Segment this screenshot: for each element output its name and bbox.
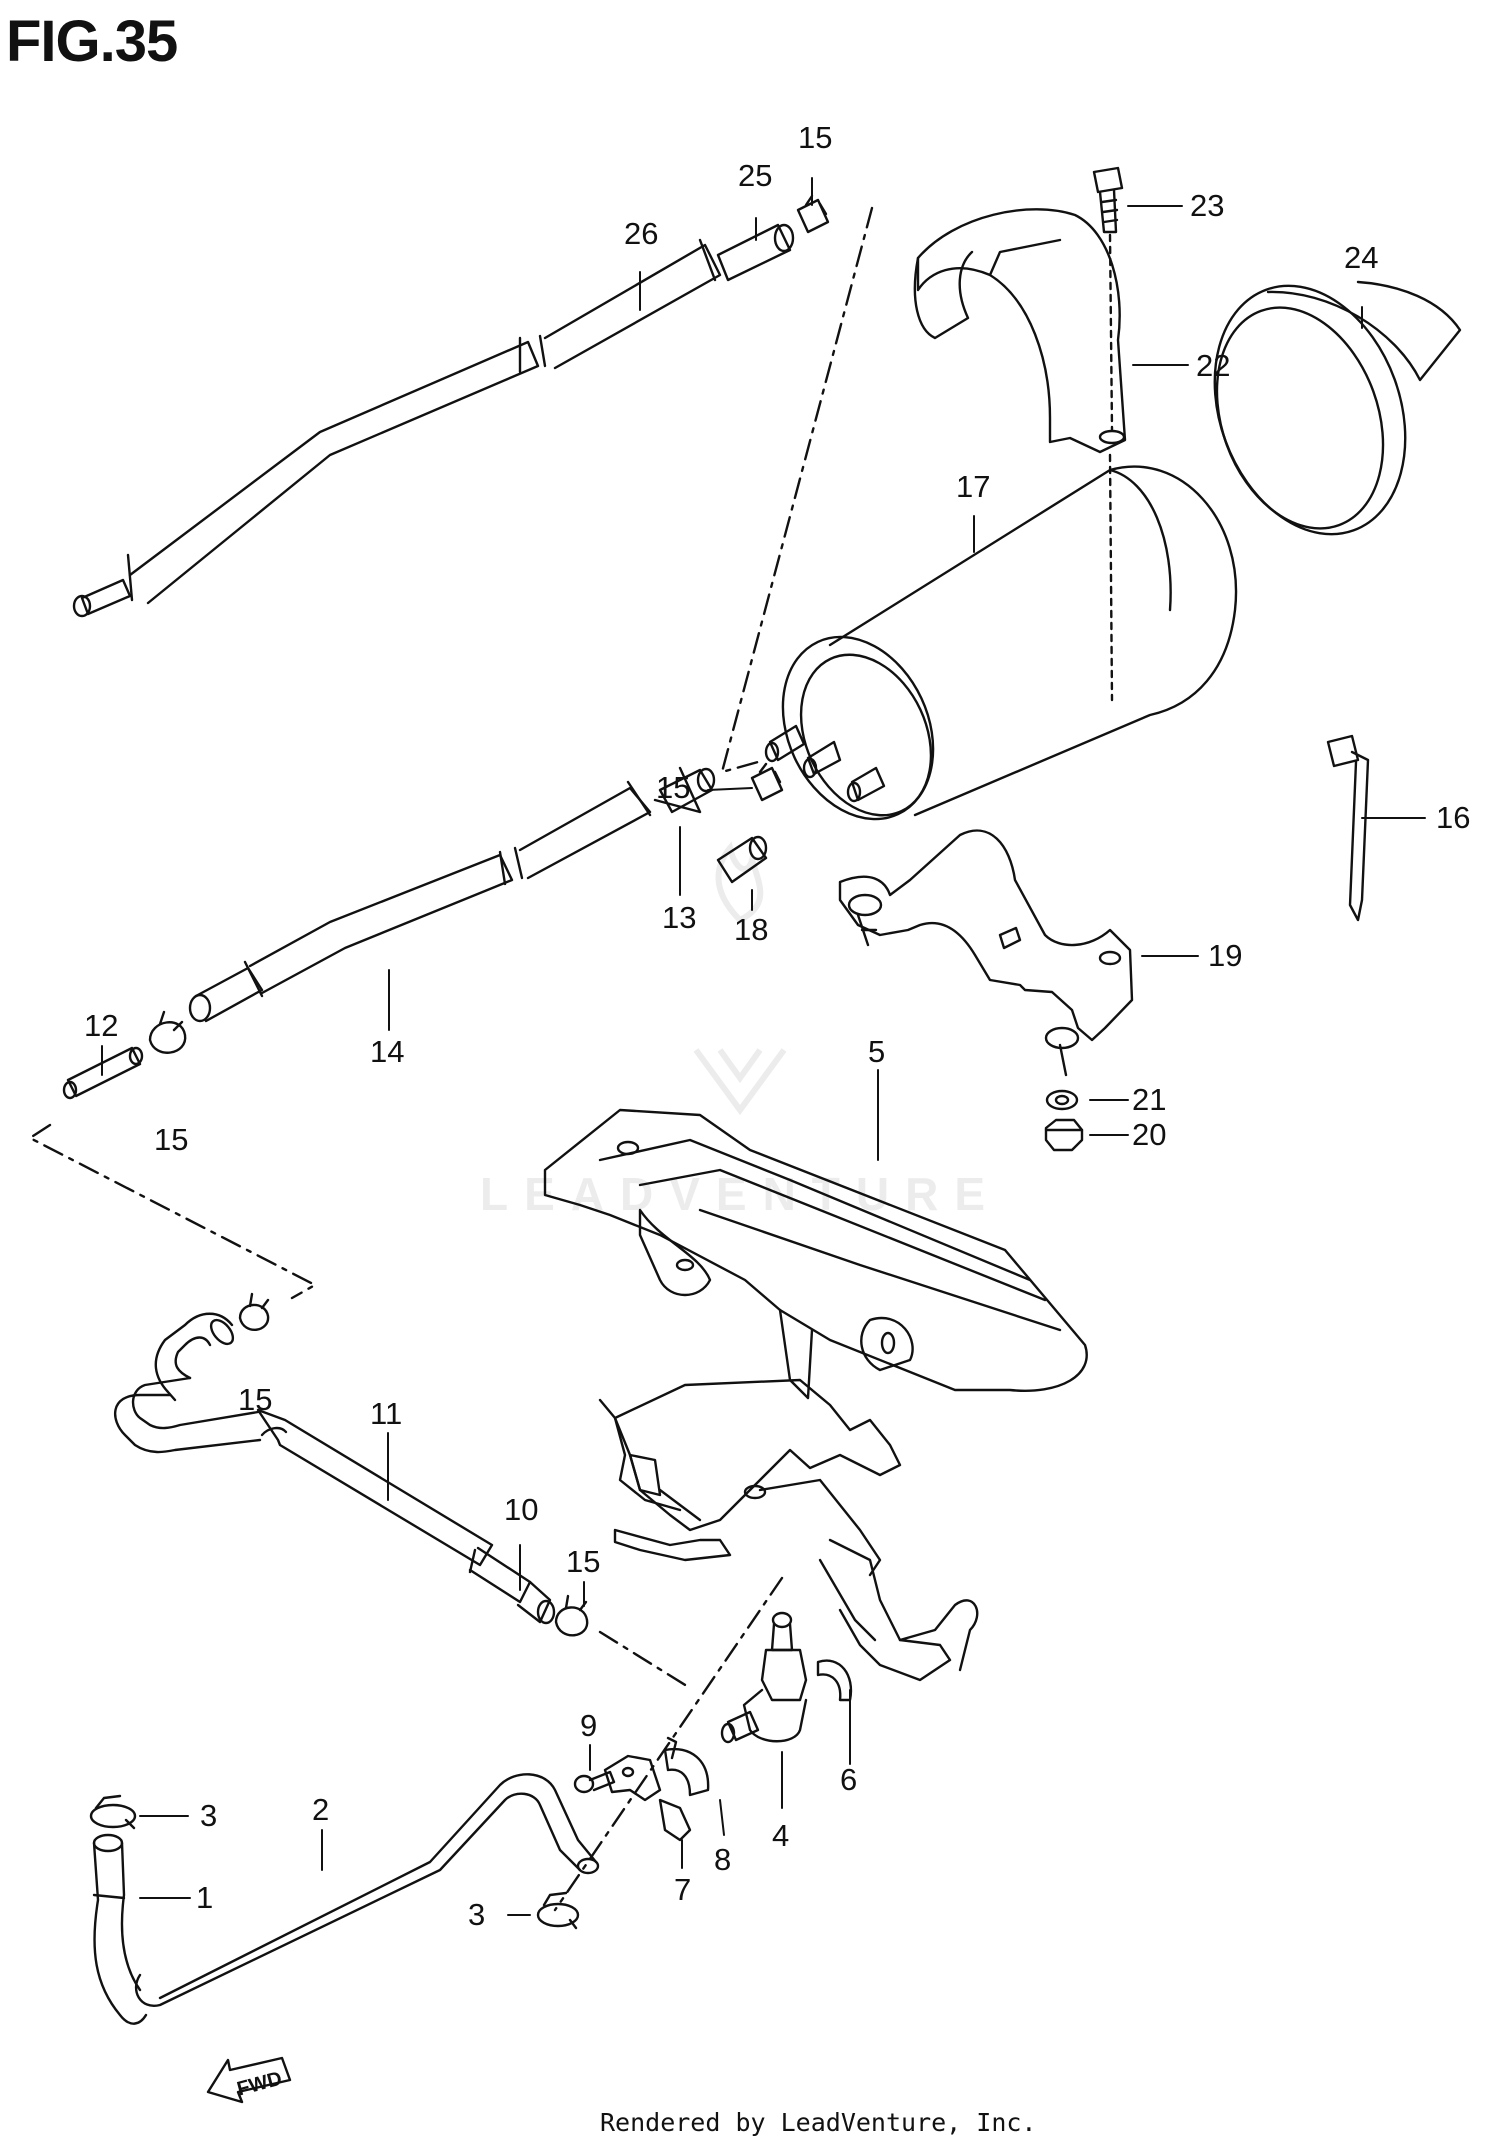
bracket-part-22 (913, 208, 1127, 454)
frame-part-5 (543, 1108, 1088, 1682)
hose-part-25 (716, 223, 795, 282)
callout-25: 25 (738, 158, 772, 193)
clamp-part-3-upper (89, 1794, 137, 1830)
clamp-part-3-lower (536, 1891, 580, 1930)
fitting-part-12 (62, 1046, 144, 1100)
callout-21: 21 (1132, 1082, 1166, 1117)
guide-line-bottom-right (598, 1630, 692, 1690)
guide-line-bottom-left (553, 1576, 784, 1912)
valve-part-4 (720, 1611, 808, 1744)
clamp-part-15-bottom (554, 1594, 589, 1637)
callout-15: 15 (798, 120, 832, 155)
callout-10: 10 (504, 1492, 538, 1527)
callout-24: 24 (1344, 240, 1378, 275)
callout-2: 2 (312, 1792, 329, 1827)
hose-part-2 (134, 1773, 600, 2007)
callout-4: 4 (772, 1818, 789, 1853)
clamp-part-15-mid (750, 762, 784, 802)
callout-12: 12 (84, 1008, 118, 1043)
callout-16: 16 (1436, 800, 1470, 835)
bolt-part-23 (1092, 166, 1124, 234)
clip-part-6 (816, 1659, 853, 1702)
canister-part-17 (764, 465, 1238, 821)
callout-13: 13 (662, 900, 696, 935)
nut-part-20 (1044, 1118, 1084, 1152)
callout-15: 15 (566, 1544, 600, 1579)
hose-part-11 (114, 1312, 494, 1567)
figure-title: FIG.35 (6, 9, 178, 74)
leader-lines (101, 177, 1426, 1916)
callout-26: 26 (624, 216, 658, 251)
hose-part-1 (92, 1833, 148, 2025)
callout-14: 14 (370, 1034, 404, 1069)
callout-22: 22 (1196, 348, 1230, 383)
callout-15: 15 (238, 1382, 272, 1417)
callout-6: 6 (840, 1762, 857, 1797)
callout-11: 11 (370, 1396, 402, 1431)
fwd-label: FWD (235, 2068, 285, 2101)
hose-part-26 (72, 238, 722, 618)
callout-18: 18 (734, 912, 768, 947)
hose-part-14 (188, 780, 652, 1023)
callout-8: 8 (714, 1842, 731, 1877)
footer-credit: Rendered by LeadVenture, Inc. (600, 2108, 1037, 2137)
cap-part-18 (716, 835, 768, 884)
bolt-23-guide (1108, 233, 1114, 432)
guide-line-left (28, 1123, 317, 1300)
callout-3: 3 (200, 1798, 217, 1833)
ring-part-24 (1213, 280, 1462, 536)
hose-part-10 (468, 1546, 556, 1625)
callout-15: 15 (656, 770, 690, 805)
callout-15: 15 (154, 1122, 188, 1157)
callout-23: 23 (1190, 188, 1224, 223)
tie-band-part-16 (1326, 734, 1370, 922)
washer-part-21 (1045, 1089, 1079, 1111)
fwd-arrow-icon (206, 2056, 292, 2104)
callout-7: 7 (674, 1872, 691, 1907)
callout-19: 19 (1208, 938, 1242, 973)
callout-1: 1 (196, 1880, 213, 1915)
callout-9: 9 (580, 1708, 597, 1743)
callout-17: 17 (956, 469, 990, 504)
clamp-part-15-left (148, 1010, 187, 1054)
bolt-19-guide (1108, 453, 1114, 702)
bracket-part-8 (603, 1747, 710, 1802)
bolt-part-9 (573, 1770, 616, 1794)
clip-part-7 (658, 1736, 692, 1842)
callout-20: 20 (1132, 1117, 1166, 1152)
guide-line-top (720, 206, 874, 774)
callout-labels: 15 25 26 23 24 22 17 16 15 13 18 19 12 1… (84, 120, 1470, 1932)
callout-5: 5 (868, 1034, 885, 1069)
bracket-part-19 (838, 829, 1134, 1077)
callout-3: 3 (468, 1897, 485, 1932)
clamp-part-15-low (238, 1292, 270, 1331)
